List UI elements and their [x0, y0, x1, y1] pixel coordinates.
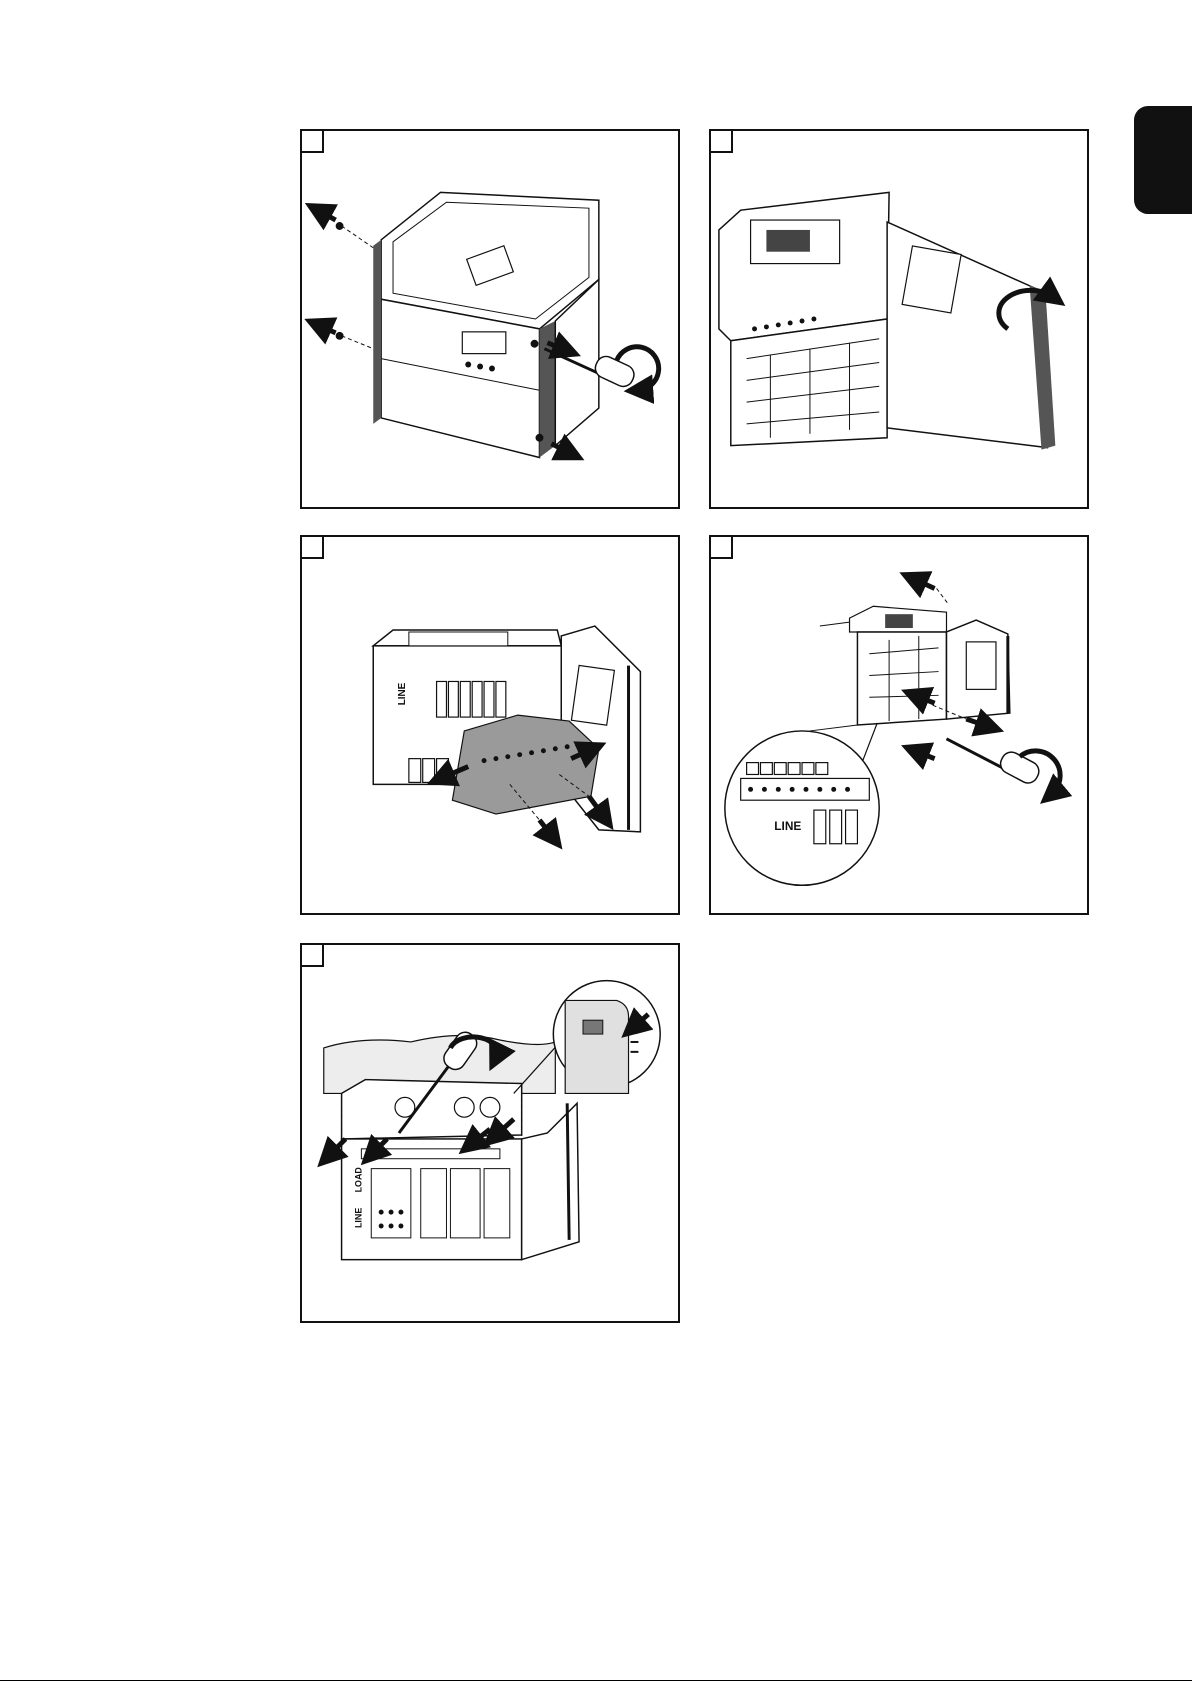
step-4-illustration: LINE — [711, 537, 1087, 913]
screwdriver-icon — [946, 739, 1042, 787]
step-5-panel: LOAD LINE — [300, 943, 680, 1323]
footer-rule — [0, 1680, 1192, 1681]
door-panel — [887, 222, 1055, 450]
step-4-number-box — [711, 537, 733, 559]
step-1-number-box — [302, 131, 324, 153]
step-3-number-box — [302, 537, 324, 559]
line-terminal-label: LINE — [397, 682, 408, 705]
step-1-panel — [300, 129, 680, 509]
left-side-panel — [373, 240, 381, 424]
magnifier-detail-icon: LINE — [725, 723, 879, 885]
line-terminal-label: LINE — [353, 1208, 363, 1228]
step-2-illustration — [711, 131, 1087, 507]
step-5-number-box — [302, 945, 324, 967]
step-2-panel — [709, 129, 1089, 509]
cover-plate-icon — [452, 715, 598, 814]
load-terminal-label: LOAD — [353, 1167, 363, 1193]
step-3-panel: LINE — [300, 535, 680, 915]
chapter-tab — [1134, 106, 1192, 214]
step-2-number-box — [711, 131, 733, 153]
step-4-panel: LINE — [709, 535, 1089, 915]
step-5-illustration: LOAD LINE — [302, 945, 678, 1321]
step-1-illustration — [302, 131, 678, 507]
enclosure-icon — [719, 192, 889, 445]
line-terminal-label: LINE — [774, 819, 801, 833]
display-window — [462, 332, 506, 354]
step-3-illustration: LINE — [302, 537, 678, 913]
